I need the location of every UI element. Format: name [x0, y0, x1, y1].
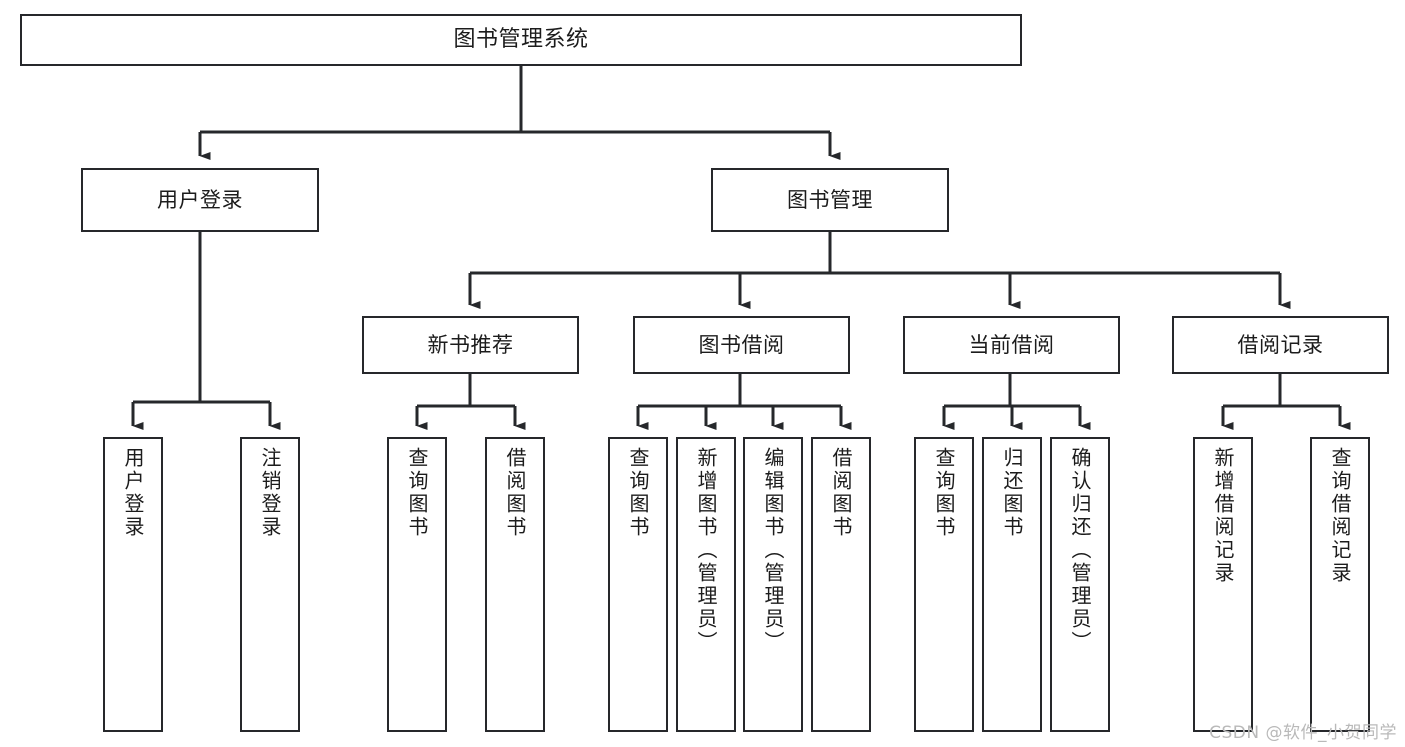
leaf-return-book-label: 归还图书 [1000, 447, 1024, 539]
watermark-text: CSDN @软件_小贺同学 [1209, 723, 1397, 743]
node-book-borrow-label: 图书借阅 [698, 332, 785, 357]
node-borrow-record[interactable]: 借阅记录 [1172, 316, 1389, 374]
node-book-borrow[interactable]: 图书借阅 [633, 316, 850, 374]
leaf-add-book[interactable]: 新增图书（管理员） [676, 437, 736, 732]
leaf-add-record-label: 新增借阅记录 [1211, 447, 1235, 585]
leaf-user-login[interactable]: 用户登录 [103, 437, 163, 732]
leaf-query-book-1-label: 查询图书 [405, 447, 429, 539]
node-root-label: 图书管理系统 [453, 27, 589, 53]
node-user-login-label: 用户登录 [157, 187, 243, 212]
leaf-add-book-label: 新增图书（管理员） [694, 447, 718, 654]
leaf-confirm-return-label: 确认归还（管理员） [1068, 447, 1092, 654]
node-book-manage-label: 图书管理 [787, 187, 873, 212]
leaf-query-book-1[interactable]: 查询图书 [387, 437, 447, 732]
leaf-borrow-book-1-label: 借阅图书 [503, 447, 527, 539]
leaf-logout[interactable]: 注销登录 [240, 437, 300, 732]
leaf-user-login-label: 用户登录 [121, 447, 145, 539]
node-new-book-recommend[interactable]: 新书推荐 [362, 316, 579, 374]
node-current-borrow-label: 当前借阅 [968, 332, 1055, 357]
leaf-add-record[interactable]: 新增借阅记录 [1193, 437, 1253, 732]
node-current-borrow[interactable]: 当前借阅 [903, 316, 1120, 374]
leaf-borrow-book-2[interactable]: 借阅图书 [811, 437, 871, 732]
leaf-confirm-return[interactable]: 确认归还（管理员） [1050, 437, 1110, 732]
leaf-return-book[interactable]: 归还图书 [982, 437, 1042, 732]
node-new-book-recommend-label: 新书推荐 [427, 332, 514, 357]
node-book-manage[interactable]: 图书管理 [711, 168, 949, 232]
leaf-query-record[interactable]: 查询借阅记录 [1310, 437, 1370, 732]
leaf-query-record-label: 查询借阅记录 [1328, 447, 1352, 585]
leaf-query-book-2[interactable]: 查询图书 [608, 437, 668, 732]
leaf-query-book-2-label: 查询图书 [626, 447, 650, 539]
node-user-login[interactable]: 用户登录 [81, 168, 319, 232]
node-borrow-record-label: 借阅记录 [1237, 332, 1324, 357]
leaf-edit-book[interactable]: 编辑图书（管理员） [743, 437, 803, 732]
leaf-edit-book-label: 编辑图书（管理员） [761, 447, 785, 654]
leaf-query-book-3[interactable]: 查询图书 [914, 437, 974, 732]
leaf-query-book-3-label: 查询图书 [932, 447, 956, 539]
leaf-logout-label: 注销登录 [258, 447, 282, 539]
leaf-borrow-book-2-label: 借阅图书 [829, 447, 853, 539]
node-root[interactable]: 图书管理系统 [20, 14, 1022, 66]
leaf-borrow-book-1[interactable]: 借阅图书 [485, 437, 545, 732]
